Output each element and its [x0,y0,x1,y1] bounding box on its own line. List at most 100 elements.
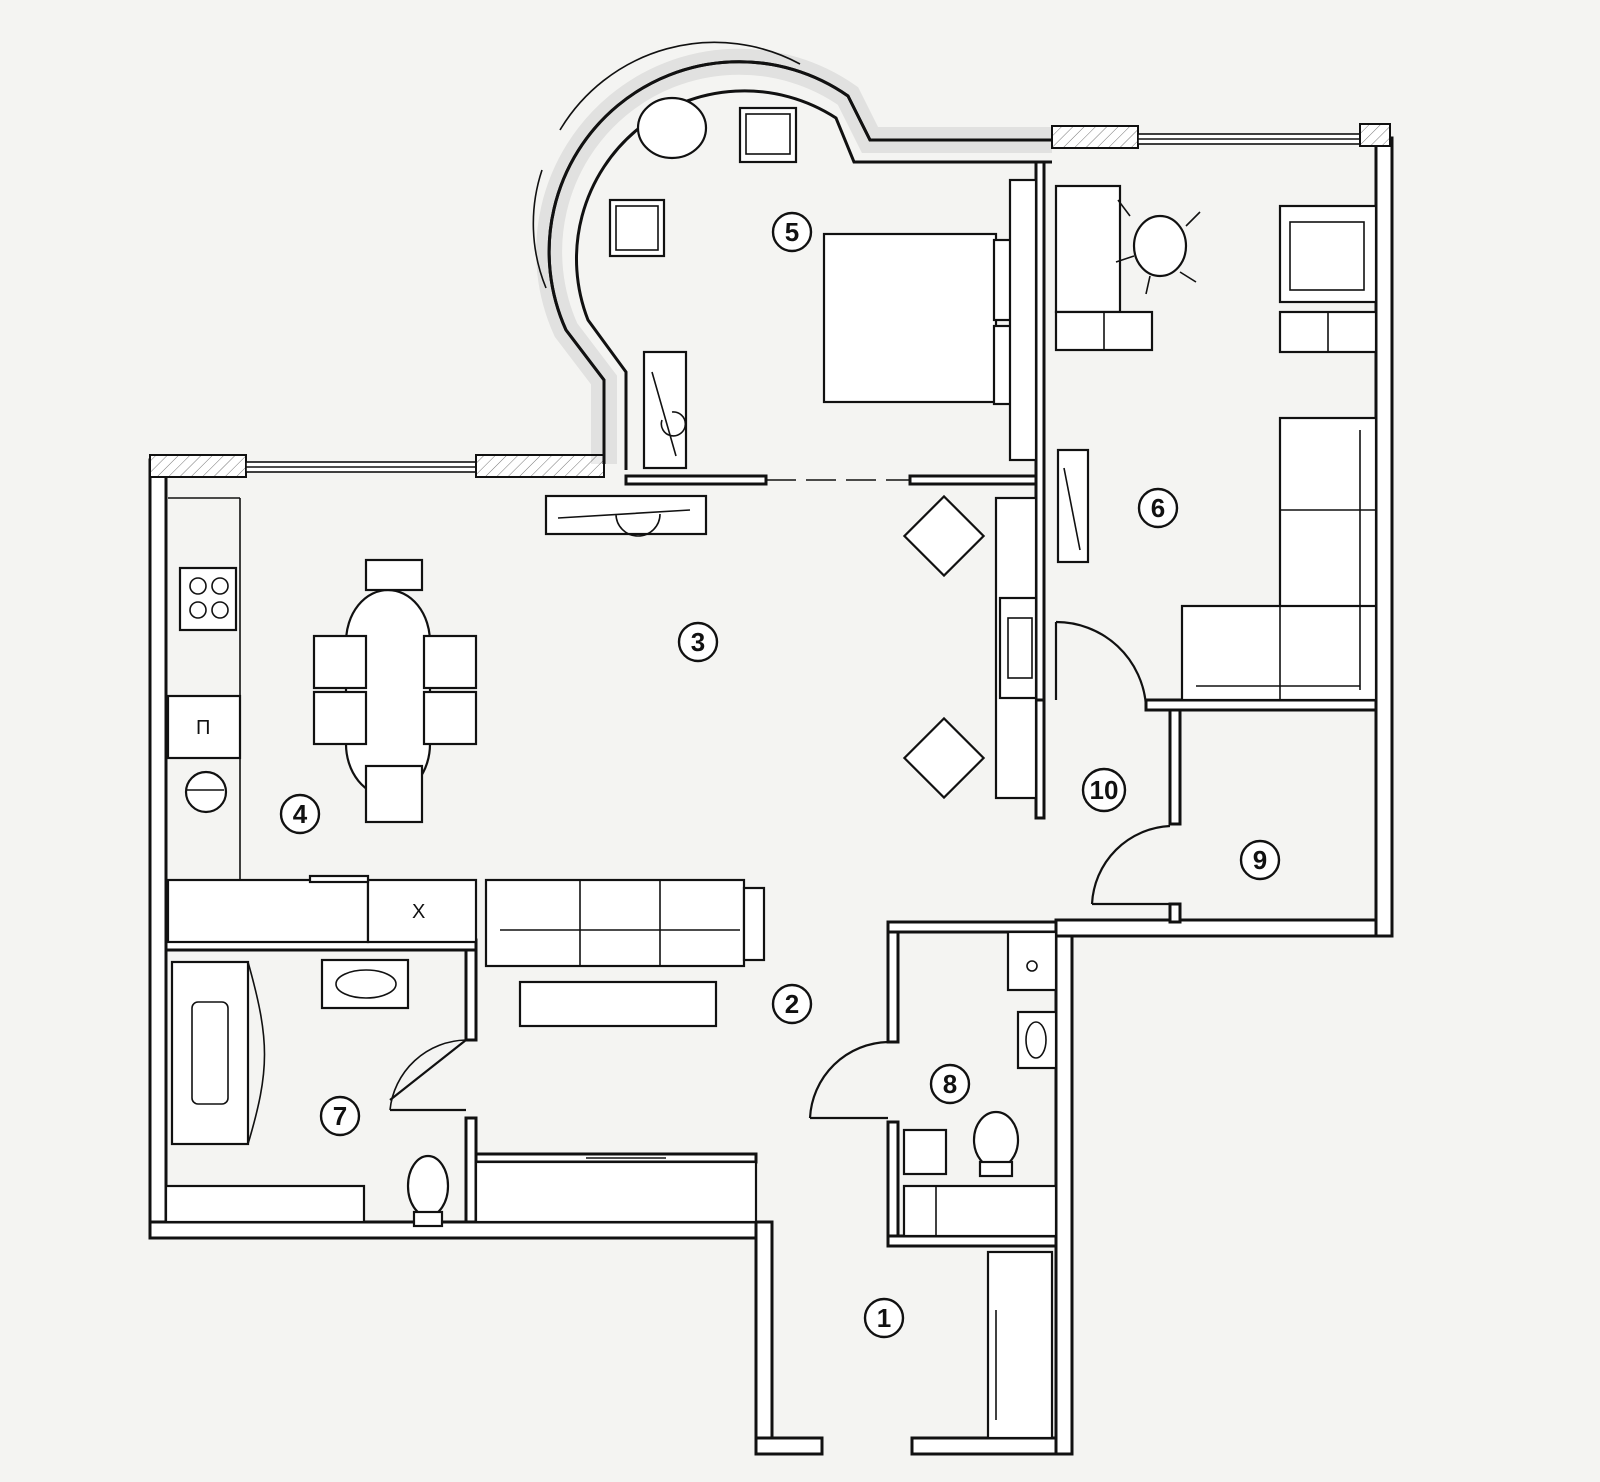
wardrobe-r5 [1008,178,1038,462]
chair-left-2 [312,690,368,746]
room5-furniture [608,96,1038,470]
armchair-r6 [1278,204,1378,304]
room-label-8: 8 [929,1063,971,1105]
fridge-label: Х [412,901,425,923]
boiler-r8 [1006,930,1058,992]
wall-r5-r6 [1034,160,1046,704]
chair-left-1 [312,634,368,690]
wall-r10-r9-bottom [1168,902,1182,924]
kitchen-furniture: П Х [166,558,478,944]
room-labels: 1 2 3 4 5 6 7 8 [279,211,1281,1339]
wall-r8-bottom [886,1234,1058,1248]
wall-r3-r10 [1034,698,1046,820]
closet-r2 [474,1160,758,1224]
round-table [636,96,708,160]
door-r7 [389,1039,467,1101]
fridge [366,878,478,944]
wall-r7-right-top [464,948,478,1042]
room-label-3: 3 [677,621,719,663]
room7-furniture [164,958,758,1228]
bay-wall [532,41,1052,470]
windows [149,123,1391,478]
wall-r8-left-top [886,930,900,1044]
office-chair [1115,199,1201,295]
sofa-r2-arm [742,886,766,962]
chair-top [364,558,424,592]
room2-furniture [484,878,766,1028]
room3-furniture [544,494,1038,800]
svg-text:7: 7 [333,1101,347,1131]
wall-r5-r3-left [624,474,768,486]
room1-furniture [986,1250,1054,1440]
wall-bottom-left [148,1220,774,1240]
shelf-r8 [902,1184,1058,1238]
wall-r5-r3-right [908,474,1042,486]
wall-right-lower [1054,934,1074,1456]
door-r6 [1055,620,1148,707]
bidet-r8 [1016,1010,1058,1070]
room-label-10: 10 [1081,767,1127,813]
bathtub [170,960,250,1146]
wall-r7-right-bottom [464,1116,478,1224]
wardrobe-entry [986,1250,1054,1440]
wall-left [148,458,168,1240]
room8-furniture [902,930,1058,1238]
window-nw-pier [149,454,247,478]
coffee-table-r2 [518,980,718,1028]
stove [178,566,238,632]
sink-kitchen [184,770,228,814]
window-pier-corner [1359,123,1391,147]
room-label-1: 1 [863,1297,905,1339]
tv-r5 [642,350,688,470]
wall-entrance-foot-left [754,1436,824,1456]
svg-text:5: 5 [785,217,799,247]
toilet-r8 [972,1110,1020,1178]
armchair-r3-2 [902,716,986,800]
svg-text:6: 6 [1151,493,1165,523]
cabinet-r8 [902,1128,948,1176]
wall-entrance-foot-right [910,1436,1074,1456]
room-label-5: 5 [771,211,813,253]
sofa-r2 [484,878,746,968]
room-label-7: 7 [319,1095,361,1137]
doors [389,620,1171,1120]
svg-text:10: 10 [1090,775,1119,805]
room-label-6: 6 [1137,487,1179,529]
wall-r8-top [886,920,1058,934]
room-label-4: 4 [279,793,321,835]
desk [1054,184,1122,314]
door-r9 [1090,824,1171,905]
fireplace-r3 [998,596,1038,700]
worktop-edge [308,874,370,884]
chair-bottom [364,764,424,824]
armchair-1 [738,106,798,164]
washer-bench-r7 [164,1184,366,1224]
window-pier-ne [1051,125,1139,149]
armchair-2 [608,198,666,258]
sofa-r6-horizontal [1180,604,1378,702]
wall-right [1374,136,1394,938]
wall-bottom-right [1054,918,1394,938]
cabinet-p [166,694,242,760]
room-label-9: 9 [1239,839,1281,881]
tv-r6 [1056,448,1090,564]
window-pier-mid [475,454,605,478]
wall-entrance-left [754,1220,774,1456]
svg-text:2: 2 [785,989,799,1019]
double-bed [822,232,998,404]
wall-r8-left-bottom [886,1120,900,1248]
room-label-2: 2 [771,983,813,1025]
svg-text:3: 3 [691,627,705,657]
wall-r10-r9-top [1168,708,1182,826]
svg-text:9: 9 [1253,845,1267,875]
svg-text:8: 8 [943,1069,957,1099]
exterior-walls [148,136,1394,1456]
svg-text:1: 1 [877,1303,891,1333]
worktop-bottom [166,878,370,944]
sink-r7 [320,958,410,1010]
chair-right-2 [422,690,478,746]
cabinet-p-label: П [196,717,210,739]
toilet-r7 [406,1154,450,1228]
chair-right-1 [422,634,478,690]
